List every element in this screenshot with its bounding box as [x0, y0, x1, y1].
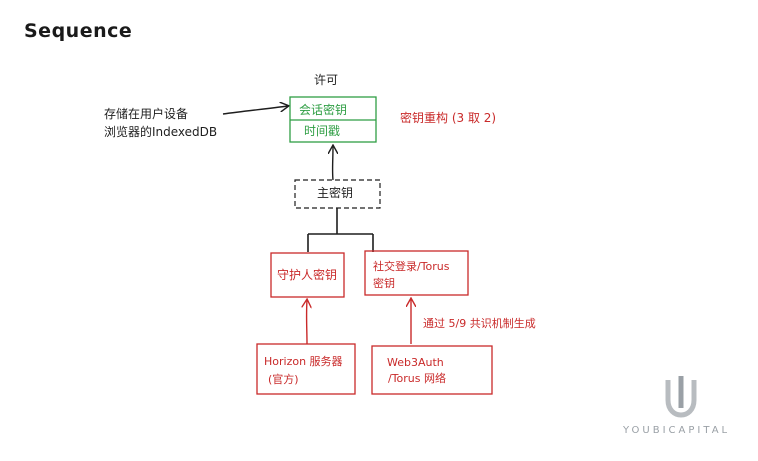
- social-key-line1: 社交登录/Torus: [373, 260, 450, 273]
- guardian-key-label: 守护人密钥: [277, 268, 338, 282]
- storage-note-line1: 存储在用户设备: [104, 107, 189, 121]
- storage-arrow: [222, 106, 288, 115]
- bracket-connector: [307, 208, 374, 252]
- horizon-line1: Horizon 服务器: [264, 355, 343, 368]
- permission-label: 许可: [314, 73, 339, 87]
- social-key-border: [364, 250, 469, 296]
- brand-logo-text: YOUBICAPITAL: [623, 425, 731, 436]
- session-key-label: 会话密钥: [299, 103, 348, 117]
- guardian-key-border: [270, 252, 345, 298]
- timestamp-label: 时间戳: [304, 124, 341, 138]
- master-key-label: 主密钥: [317, 186, 354, 200]
- storage-note-line2: 浏览器的IndexedDB: [104, 125, 218, 139]
- horizon-line2: (官方): [268, 373, 299, 386]
- consensus-note: 通过 5/9 共识机制生成: [423, 317, 536, 330]
- web3auth-box-border: [371, 345, 493, 395]
- social-key-line2: 密钥: [373, 277, 395, 290]
- horizon-box-border: [256, 343, 356, 395]
- youbi-logo-icon: [665, 376, 697, 418]
- diagram-title: Sequence: [24, 20, 133, 42]
- web3auth-line2: /Torus 网络: [388, 372, 447, 385]
- web3auth-line1: Web3Auth: [387, 356, 444, 369]
- reconstruct-note: 密钥重构 (3 取 2): [400, 111, 497, 125]
